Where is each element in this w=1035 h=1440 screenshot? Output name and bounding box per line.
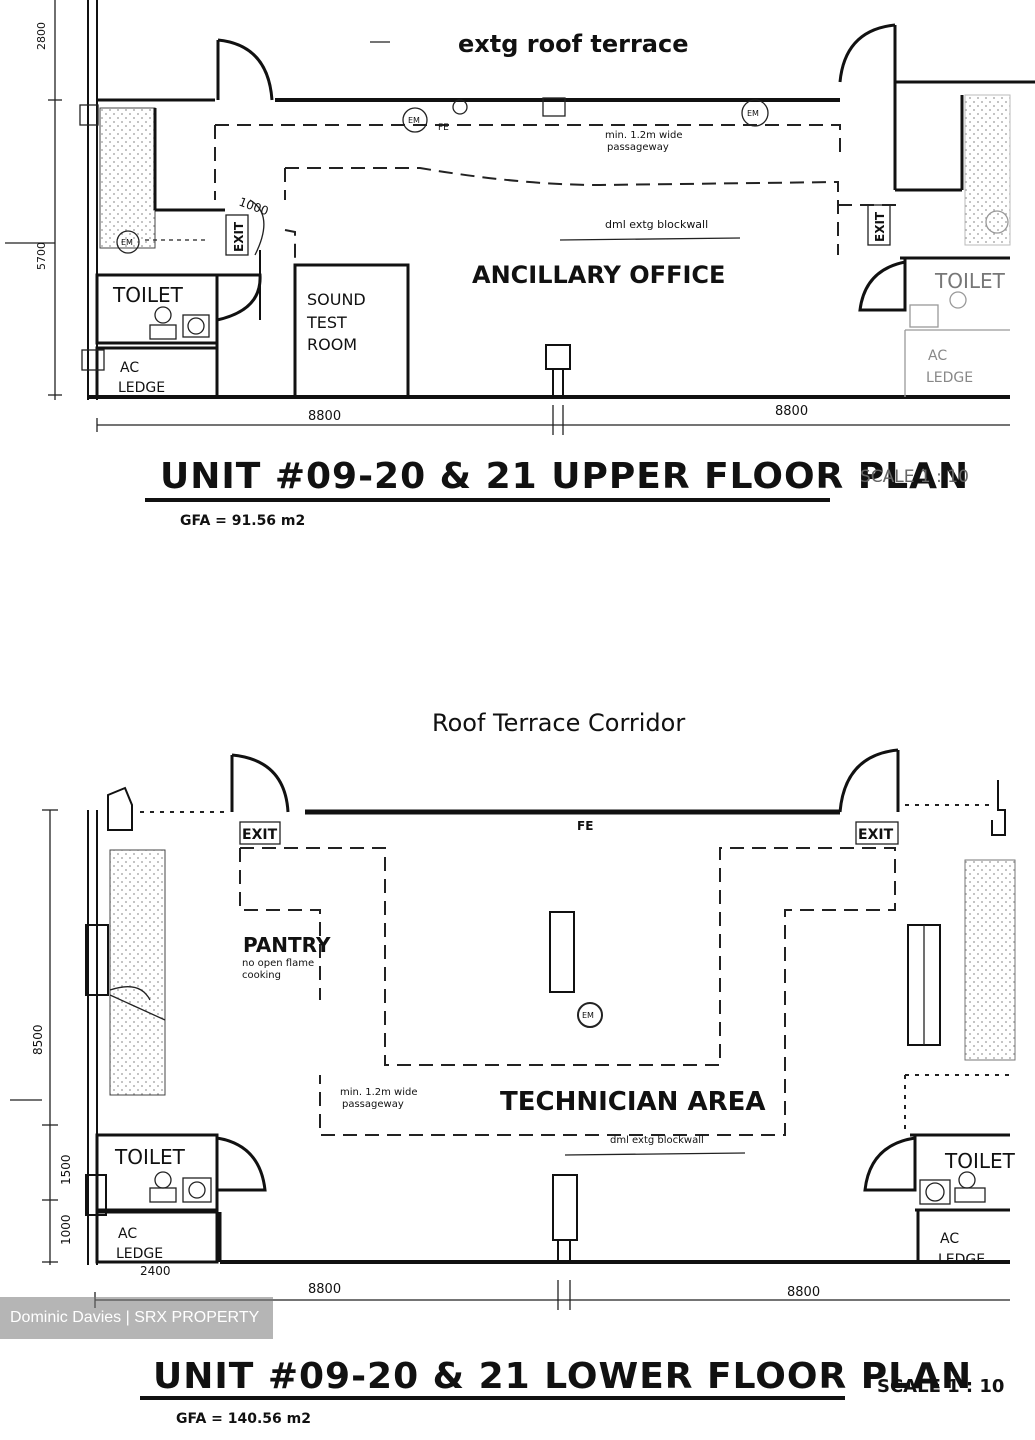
upper-plan-title: UNIT #09-20 & 21 UPPER FLOOR PLAN	[160, 456, 969, 497]
upper-note-passage-2: passageway	[607, 142, 669, 153]
lower-note-passage-2: passageway	[342, 1099, 404, 1110]
upper-ac-right-1: AC	[928, 348, 947, 364]
upper-em-right-label: EM	[747, 109, 759, 118]
upper-terrace-label: extg roof terrace	[458, 30, 689, 58]
lower-gfa: GFA = 140.56 m2	[176, 1411, 311, 1427]
upper-dim-left-mid: 5700	[35, 242, 48, 270]
lower-ac-right-2: LEDGE	[938, 1252, 985, 1268]
upper-dim-bottom-b: 8800	[775, 404, 808, 419]
lower-dim-left-a: 8500	[31, 1024, 45, 1055]
lower-dim-left-b: 1500	[59, 1154, 73, 1185]
upper-ac-left-2: LEDGE	[118, 380, 165, 396]
lower-em-label: EM	[582, 1011, 594, 1020]
upper-em-left-label: EM	[121, 238, 133, 247]
lower-scale: SCALE 1 : 10	[877, 1376, 1004, 1397]
upper-ac-right-2: LEDGE	[926, 370, 973, 386]
upper-floor-plan: 2800 5700 EM EXIT 1000 TOILET	[5, 0, 1035, 529]
watermark: Dominic Davies | SRX PROPERTY	[0, 1297, 273, 1339]
lower-exit-left-label: EXIT	[242, 827, 278, 843]
lower-ac-right-1: AC	[940, 1231, 959, 1247]
lower-floor-plan: Roof Terrace Corridor 8500 1500 1000 EXI…	[10, 709, 1016, 1427]
upper-dim-bottom-a: 8800	[308, 409, 341, 424]
upper-note-blockwall: dml extg blockwall	[605, 218, 708, 231]
lower-fe-label: FE	[577, 819, 593, 833]
upper-exit-left-label: EXIT	[232, 221, 246, 252]
lower-plan-title: UNIT #09-20 & 21 LOWER FLOOR PLAN	[153, 1356, 972, 1397]
lower-pantry-note-1: no open flame	[242, 958, 314, 969]
lower-dim-bottom-b: 8800	[787, 1285, 820, 1300]
upper-toilet-right-label: TOILET	[934, 269, 1006, 293]
lower-ac-left-2: LEDGE	[116, 1246, 163, 1262]
upper-ac-left-1: AC	[120, 360, 139, 376]
lower-exit-right-label: EXIT	[858, 827, 894, 843]
upper-room-main-label: ANCILLARY OFFICE	[472, 261, 725, 289]
lower-dim-left-c: 1000	[59, 1214, 73, 1245]
upper-exit-right-label: EXIT	[873, 211, 887, 242]
upper-gfa: GFA = 91.56 m2	[180, 513, 305, 529]
lower-toilet-left-label: TOILET	[114, 1145, 186, 1169]
lower-dim-ledge: 2400	[140, 1264, 171, 1278]
upper-dim-left-top: 2800	[35, 22, 48, 50]
lower-dim-bottom-a: 8800	[308, 1282, 341, 1297]
lower-toilet-right-label: TOILET	[944, 1149, 1016, 1173]
upper-sound-3: ROOM	[307, 335, 357, 354]
lower-room-main-label: TECHNICIAN AREA	[500, 1087, 765, 1117]
upper-toilet-left-label: TOILET	[112, 283, 184, 307]
upper-note-passage-1: min. 1.2m wide	[605, 130, 683, 141]
upper-scale: SCALE 1 : 10	[860, 467, 969, 487]
upper-sound-2: TEST	[306, 313, 347, 332]
upper-sound-1: SOUND	[307, 290, 366, 309]
lower-note-blockwall: dml extg blockwall	[610, 1135, 704, 1146]
lower-ac-left-1: AC	[118, 1226, 137, 1242]
lower-corridor-label: Roof Terrace Corridor	[432, 709, 685, 737]
upper-em-top-label: EM	[408, 116, 420, 125]
upper-fe-label: FE	[438, 123, 449, 133]
lower-pantry-note-2: cooking	[242, 970, 281, 981]
lower-note-passage-1: min. 1.2m wide	[340, 1087, 418, 1098]
lower-pantry-label: PANTRY	[243, 933, 331, 957]
